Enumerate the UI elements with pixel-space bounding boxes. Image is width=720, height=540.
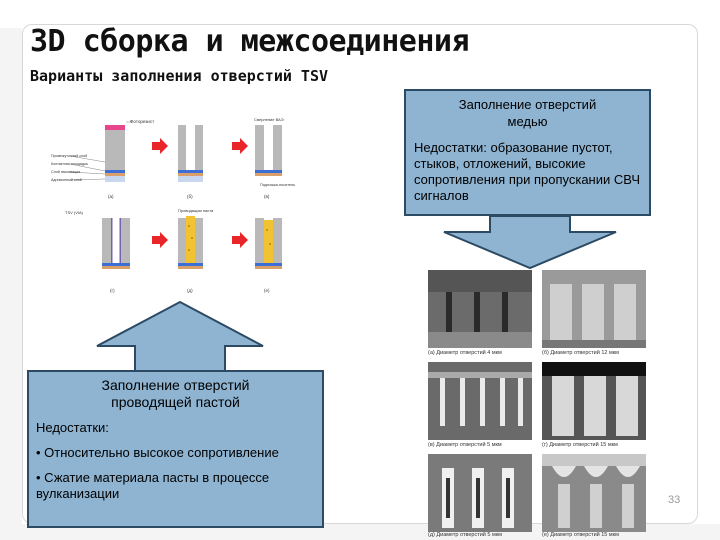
step-label-e: (д) <box>187 288 193 293</box>
step-c-cross-section <box>255 125 282 176</box>
step-e-cross-section <box>178 216 203 269</box>
step-b-cross-section <box>178 125 203 182</box>
top-band <box>0 0 720 24</box>
step-arrow-1 <box>152 138 168 154</box>
sem-caption-f: (е) Диаметр отверстий 15 мкм <box>542 532 619 538</box>
label-bonding-layer: Промежуточный слой <box>51 154 87 158</box>
step-label-b: (б) <box>187 194 193 199</box>
step-d-cross-section <box>102 218 130 269</box>
step-label-c: (в) <box>264 194 270 199</box>
step-arrow-4 <box>232 232 248 248</box>
label-substrate-removal: Подложка-носитель <box>260 183 295 187</box>
sem-caption-e: (д) Диаметр отверстий 5 мкм <box>428 532 502 538</box>
label-contact-pad: Контактная площадка <box>51 162 88 166</box>
step-arrow-2 <box>232 138 248 154</box>
left-margin-bar <box>0 28 22 524</box>
sem-image-d <box>542 362 646 440</box>
step-arrow-3 <box>152 232 168 248</box>
slide-title: 3D сборка и межсоединения <box>30 24 470 59</box>
paste-callout-bullet-2: • Сжатие материала пасты в процессе вулк… <box>36 470 270 501</box>
label-tsv-barrier: TSV (VIA) <box>65 210 84 215</box>
sem-caption-b: (б) Диаметр отверстий 12 мкм <box>542 350 619 356</box>
paste-callout-intro: Недостатки: <box>36 420 109 435</box>
copper-callout-heading: Заполнение отверстий медью <box>458 97 597 129</box>
paste-fill-callout: Заполнение отверстий проводящей пастой Н… <box>27 370 324 528</box>
bottom-margin-bar <box>0 524 720 540</box>
step-f-cross-section <box>255 218 282 269</box>
copper-callout-arrow <box>443 215 617 270</box>
paste-callout-bullet-1: • Относительно высокое сопротивление <box>36 445 279 460</box>
copper-callout-body: Недостатки: образование пустот, стыков, … <box>414 140 641 203</box>
label-photoresist: Фоторезист <box>130 119 154 124</box>
sem-image-a <box>428 270 532 348</box>
page-number: 33 <box>668 494 681 506</box>
sem-image-b <box>542 270 646 348</box>
tsv-process-diagram: Фоторезист Промежуточный слой Контактная… <box>51 117 295 293</box>
sem-caption-c: (в) Диаметр отверстий 5 мкм <box>428 442 502 448</box>
copper-fill-callout: Заполнение отверстий медью Недостатки: о… <box>404 89 651 216</box>
step-label-a: (а) <box>108 194 114 199</box>
sem-image-grid: (а) Диаметр отверстий 4 мкм (б) Диаметр … <box>424 262 654 540</box>
label-grinding-hole: Сверление ВАЭ <box>254 117 284 122</box>
sem-image-f <box>542 454 646 532</box>
paste-callout-heading: Заполнение отверстий проводящей пастой <box>101 377 250 410</box>
label-carrier: Адгезионный слой <box>51 178 82 182</box>
step-a-cross-section <box>69 121 132 182</box>
slide-subtitle: Варианты заполнения отверстий TSV <box>30 67 329 85</box>
paste-callout-body: Недостатки: • Относительно высокое сопро… <box>36 420 315 502</box>
sem-image-e <box>428 454 532 532</box>
step-label-d: (г) <box>110 288 115 293</box>
label-passivation: Слой пассивации <box>51 170 80 174</box>
step-label-f: (е) <box>264 288 270 293</box>
sem-image-c <box>428 362 532 440</box>
sem-caption-d: (г) Диаметр отверстий 15 мкм <box>542 442 618 448</box>
label-conductive-paste: Проводящая паста <box>178 208 214 213</box>
sem-caption-a: (а) Диаметр отверстий 4 мкм <box>428 350 502 356</box>
paste-callout-arrow <box>96 300 264 373</box>
